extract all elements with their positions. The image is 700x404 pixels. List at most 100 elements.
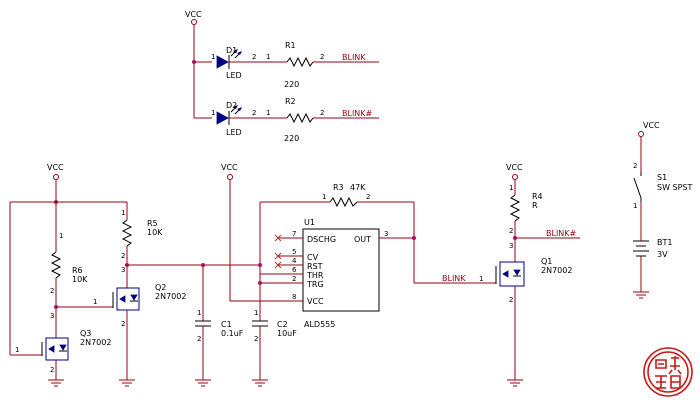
vcc-top: VCC — [185, 10, 202, 118]
r1-ref: R1 — [285, 41, 296, 50]
svg-text:1: 1 — [479, 275, 483, 283]
svg-text:OUT: OUT — [354, 235, 371, 244]
svg-text:1: 1 — [633, 202, 637, 210]
svg-text:8: 8 — [292, 293, 296, 301]
r3-ref: R3 — [333, 183, 344, 192]
vcc-center: VCC — [221, 163, 303, 302]
svg-text:2: 2 — [633, 162, 637, 170]
r4-value: R — [532, 201, 538, 210]
svg-text:2: 2 — [366, 193, 370, 201]
net-blink-top: BLINK — [342, 53, 366, 62]
net-blink-wire: BLINK 1 — [414, 274, 496, 284]
resistor-r1: R1 220 2 BLINK — [284, 41, 379, 89]
svg-text:RST: RST — [307, 262, 323, 271]
bt1-ref: BT1 — [657, 238, 672, 247]
svg-text:CV: CV — [307, 253, 319, 262]
svg-text:2: 2 — [320, 53, 324, 61]
c1-value: 0.1uF — [221, 329, 244, 338]
svg-text:1: 1 — [211, 109, 215, 117]
svg-text:1: 1 — [15, 346, 19, 354]
d2-ref: D2 — [226, 101, 237, 110]
s1-value: SW SPST — [657, 183, 693, 192]
battery-bt1: BT1 3V — [633, 238, 672, 299]
bt1-value: 3V — [657, 250, 668, 259]
svg-text:VCC: VCC — [643, 121, 660, 130]
net-blink-mid: BLINK — [442, 274, 466, 283]
svg-text:3: 3 — [509, 242, 513, 250]
svg-text:1: 1 — [509, 184, 513, 192]
svg-text:4: 4 — [292, 257, 297, 265]
svg-text:2: 2 — [121, 320, 125, 328]
svg-text:2: 2 — [50, 287, 54, 295]
svg-text:1: 1 — [254, 309, 258, 317]
svg-text:1: 1 — [121, 209, 125, 217]
capacitor-c2: 1 C2 10uF 2 — [252, 202, 297, 387]
vcc-top-label: VCC — [185, 10, 202, 19]
d2-value: LED — [226, 128, 242, 137]
ground-q3 — [48, 379, 64, 387]
q2-ref: Q2 — [155, 283, 166, 292]
r3-value: 47K — [350, 183, 366, 192]
svg-text:VCC: VCC — [47, 163, 64, 172]
svg-text:2: 2 — [509, 227, 513, 235]
vcc-right: VCC — [506, 163, 523, 195]
switch-s1: VCC 2 S1 SW SPST 1 — [633, 121, 693, 238]
svg-text:2: 2 — [50, 366, 54, 374]
svg-text:5: 5 — [292, 248, 296, 256]
resistor-r5: 1 R5 10K 2 3 — [121, 202, 262, 288]
q3-value: 2N7002 — [80, 338, 111, 347]
vcc-left: VCC — [9, 163, 127, 356]
svg-text:VCC: VCC — [506, 163, 523, 172]
resistor-r6: 1 R6 10K 2 3 — [50, 232, 108, 338]
svg-text:TRG: TRG — [306, 280, 324, 289]
r4-ref: R4 — [532, 192, 543, 201]
r5-value: 10K — [147, 228, 163, 237]
net-blink-n-right: BLINK# — [546, 229, 577, 238]
c2-ref: C2 — [277, 320, 288, 329]
mosfet-q3: 1 Q3 2N7002 2 — [15, 329, 111, 380]
q1-ref: Q1 — [541, 257, 552, 266]
q3-ref: Q3 — [80, 329, 91, 338]
capacitor-c1: 1 C1 0.1uF 2 — [195, 263, 244, 387]
svg-text:3: 3 — [121, 266, 125, 274]
q1-value: 2N7002 — [541, 266, 572, 275]
u1-value: ALD555 — [304, 320, 335, 329]
u1-ref: U1 — [304, 218, 315, 227]
r1-value: 220 — [284, 80, 299, 89]
r2-value: 220 — [284, 134, 299, 143]
svg-text:2: 2 — [252, 53, 256, 61]
svg-text:7: 7 — [292, 230, 296, 238]
net-blink-n-top: BLINK# — [342, 109, 373, 118]
d1-ref: D1 — [226, 46, 237, 55]
q2-value: 2N7002 — [155, 292, 186, 301]
svg-text:2: 2 — [197, 335, 201, 343]
svg-text:1: 1 — [59, 232, 63, 240]
svg-text:1: 1 — [197, 309, 201, 317]
svg-text:6: 6 — [292, 266, 297, 274]
svg-text:2: 2 — [121, 252, 125, 260]
c2-value: 10uF — [277, 329, 297, 338]
svg-text:2: 2 — [254, 335, 258, 343]
seal-logo — [643, 347, 693, 397]
resistor-r2: R2 220 2 BLINK# — [284, 97, 379, 143]
junction — [258, 263, 262, 267]
svg-text:1: 1 — [266, 53, 270, 61]
svg-text:VCC: VCC — [221, 163, 238, 172]
svg-text:3: 3 — [50, 312, 54, 320]
svg-text:1: 1 — [93, 298, 97, 306]
r6-ref: R6 — [72, 266, 83, 275]
svg-text:2: 2 — [320, 109, 324, 117]
svg-text:1: 1 — [322, 193, 326, 201]
led-d2: 1 D2 LED 2 1 — [194, 101, 287, 137]
resistor-r4: 1 R4 R 2 BLINK# 3 — [509, 184, 580, 262]
s1-ref: S1 — [657, 173, 667, 182]
svg-text:2: 2 — [292, 275, 296, 283]
ground-q2 — [119, 379, 135, 387]
svg-text:THR: THR — [306, 271, 324, 280]
led-d1: 1 D1 LED 2 1 — [194, 46, 287, 80]
svg-text:VCC: VCC — [307, 297, 324, 306]
svg-text:2: 2 — [509, 296, 513, 304]
r5-ref: R5 — [147, 219, 158, 228]
resistor-r3: 1 R3 47K 2 — [260, 183, 416, 283]
